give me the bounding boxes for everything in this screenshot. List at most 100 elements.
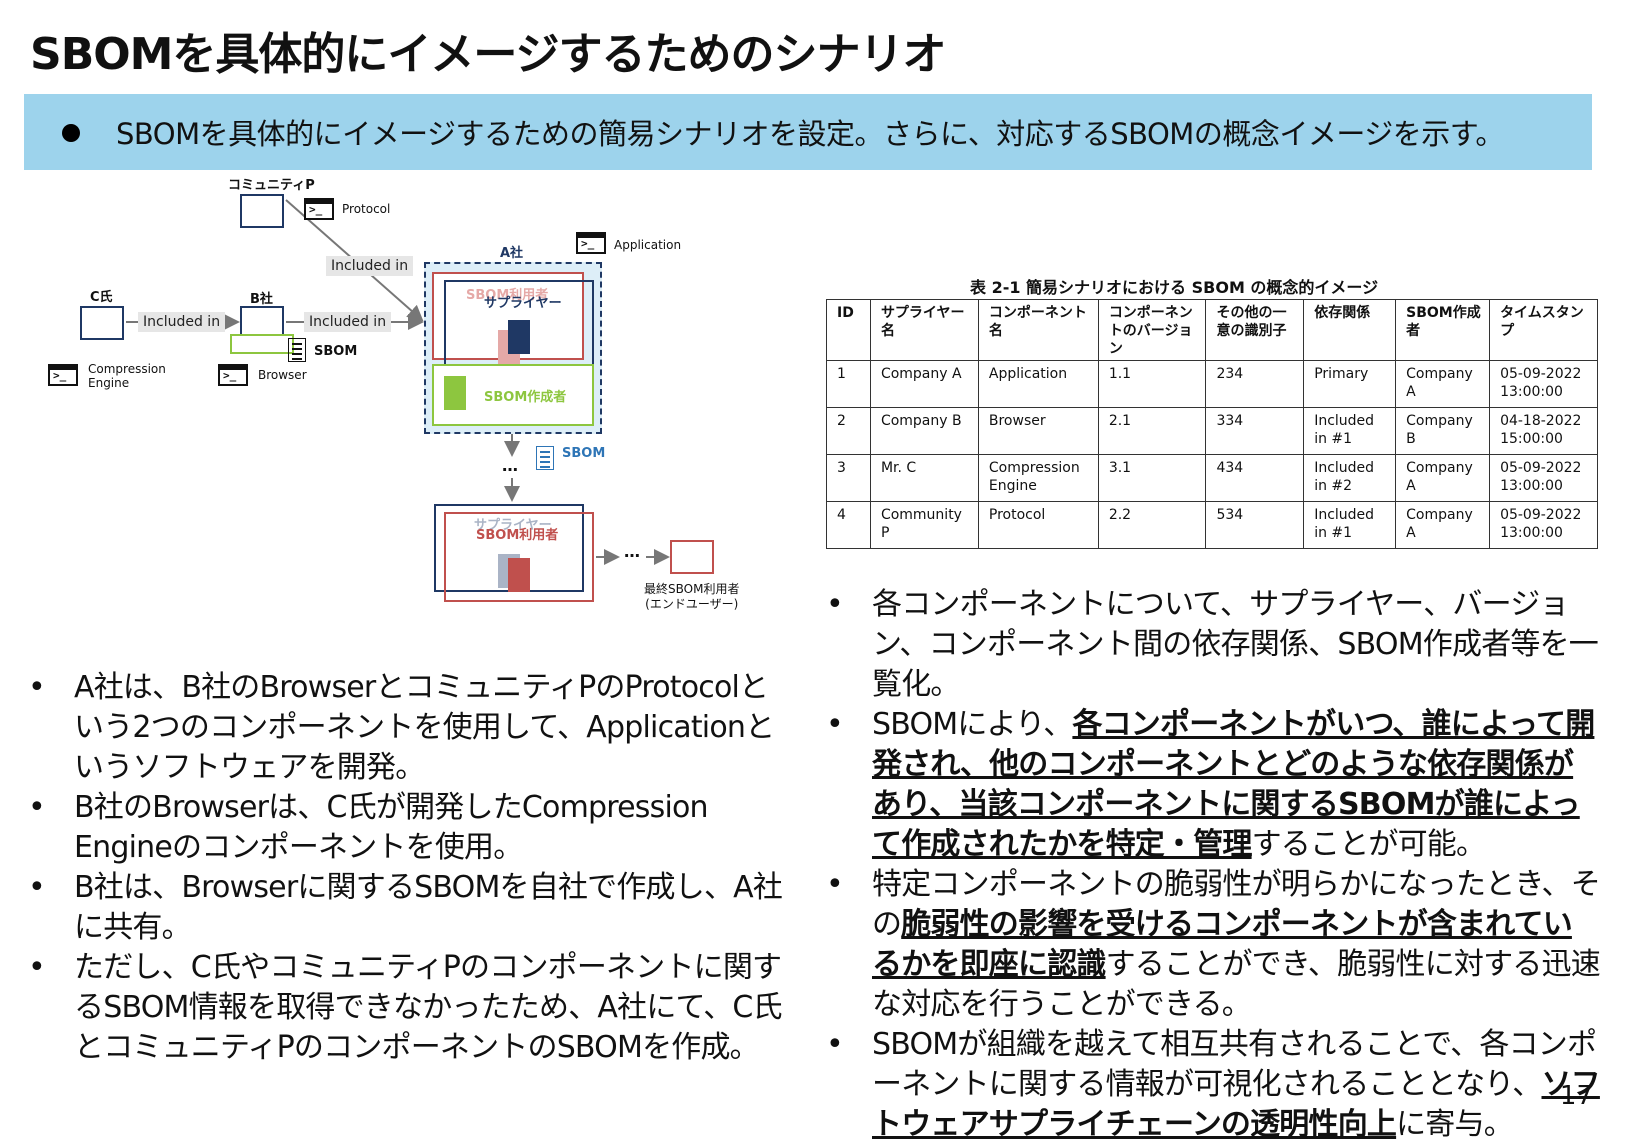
sbom-creator-label: SBOM作成者 <box>484 390 567 405</box>
table-row: 4 Community P Protocol 2.2 534 Included … <box>826 501 1598 549</box>
list-item: 各コンポーネントについて、サプライヤー、バージョン、コンポーネント間の依存関係、… <box>826 585 1601 705</box>
table-cell: Company B <box>869 407 979 455</box>
sbom-user-label: SBOM利用者 <box>476 528 559 543</box>
table-cell: 3.1 <box>1097 454 1207 502</box>
table-cell: 04-18-2022 15:00:00 <box>1489 407 1598 455</box>
left-bullet-list: A社は、B社のBrowserとコミュニティPのProtocolという2つのコンポ… <box>28 668 788 1068</box>
b-sha-creator-box <box>230 334 294 354</box>
ellipsis: … <box>502 456 518 475</box>
table-cell: Company A <box>1395 501 1491 549</box>
table-cell: Company A <box>1395 454 1491 502</box>
table-cell: Included in #1 <box>1303 407 1397 455</box>
list-item: SBOMにより、各コンポーネントがいつ、誰によって開発され、他のコンポーネントと… <box>826 705 1601 865</box>
table-cell: Company A <box>1395 360 1491 408</box>
protocol-label: Protocol <box>342 202 391 216</box>
sbom-label: SBOM <box>314 344 358 359</box>
table-cell: 4 <box>826 501 871 549</box>
banner-text: SBOMを具体的にイメージするための簡易シナリオを設定。さらに、対応するSBOM… <box>116 117 1504 151</box>
header-dependency: 依存関係 <box>1303 299 1397 361</box>
table-cell: 2.2 <box>1097 501 1207 549</box>
ellipsis: … <box>624 542 640 561</box>
table-cell: 2 <box>826 407 871 455</box>
final-user-box <box>670 540 714 574</box>
list-item: SBOMが組織を越えて相互共有されることで、各コンポーネントに関する情報が可視化… <box>826 1025 1601 1145</box>
emphasis-text: 脆弱性の影響を受けるコンポーネントが含まれているかを即座に認識 <box>872 907 1573 982</box>
table-cell: 3 <box>826 454 871 502</box>
page-title: SBOMを具体的にイメージするためのシナリオ <box>30 29 947 80</box>
bullet-text: SBOMにより、 <box>872 707 1073 742</box>
bullet-text: 各コンポーネントについて、サプライヤー、バージョン、コンポーネント間の依存関係、… <box>872 587 1599 702</box>
document-icon <box>288 338 306 362</box>
table-cell: 434 <box>1205 454 1305 502</box>
c-shi-box <box>80 306 124 340</box>
table-cell: 1 <box>826 360 871 408</box>
table-cell: Protocol <box>977 501 1099 549</box>
emphasis-text: 各コンポーネントがいつ、誰によって開発され、他のコンポーネントとどのような依存関… <box>872 707 1595 862</box>
included-in-tag: Included in <box>304 312 392 332</box>
terminal-icon: >_ <box>48 364 78 386</box>
terminal-icon: >_ <box>218 364 248 386</box>
scenario-diagram: コミュニティP >_ Protocol Included in C氏 Inclu… <box>40 170 800 640</box>
sbom-label: SBOM <box>562 446 606 461</box>
header-sbom-author: SBOM作成者 <box>1395 299 1491 361</box>
page-number: 17 <box>1559 1081 1593 1111</box>
application-label: Application <box>614 238 682 252</box>
table-cell: Application <box>977 360 1099 408</box>
terminal-icon: >_ <box>576 232 606 254</box>
table-row: 3 Mr. C Compression Engine 3.1 434 Inclu… <box>826 454 1598 502</box>
sbom-user-frame <box>444 512 594 602</box>
compression-engine-label: Compression Engine <box>88 362 166 390</box>
included-in-tag: Included in <box>326 256 414 276</box>
header-timestamp: タイムスタンプ <box>1489 299 1598 361</box>
table-cell: Browser <box>977 407 1099 455</box>
header-identifier: その他の一意の識別子 <box>1205 299 1305 361</box>
bullet-text: SBOMが組織を越えて相互共有されることで、各コンポーネントに関する情報が可視化… <box>872 1027 1597 1102</box>
right-bullet-list: 各コンポーネントについて、サプライヤー、バージョン、コンポーネント間の依存関係、… <box>826 585 1601 1145</box>
summary-banner: SBOMを具体的にイメージするための簡易シナリオを設定。さらに、対応するSBOM… <box>24 94 1592 170</box>
building-icon <box>444 376 466 410</box>
table-caption: 表 2-1 簡易シナリオにおける SBOM の概念的イメージ <box>970 278 1379 297</box>
b-sha-label: B社 <box>250 292 273 307</box>
header-component: コンポーネント名 <box>977 299 1099 361</box>
table-cell: Company A <box>869 360 979 408</box>
included-in-tag: Included in <box>138 312 226 332</box>
header-id: ID <box>826 299 871 361</box>
faded-supplier-label: サプライヤー <box>474 518 552 533</box>
table-cell: Mr. C <box>869 454 979 502</box>
table-cell: Included in #2 <box>1303 454 1397 502</box>
list-item: B社のBrowserは、C氏が開発したCompression Engineのコン… <box>28 788 788 868</box>
table-cell: 05-09-2022 13:00:00 <box>1489 501 1598 549</box>
table-cell: 334 <box>1205 407 1305 455</box>
header-version: コンポーネントのバージョン <box>1097 299 1207 361</box>
list-item: ただし、C氏やコミュニティPのコンポーネントに関するSBOM情報を取得できなかっ… <box>28 948 788 1068</box>
terminal-icon: >_ <box>304 198 334 220</box>
table-cell: Company B <box>1395 407 1491 455</box>
supplier-label: サプライヤー <box>484 296 562 311</box>
c-shi-label: C氏 <box>90 290 113 305</box>
table-cell: Compression Engine <box>977 454 1099 502</box>
bullet-text: 特定コンポーネントの脆弱性が明らかになったとき、その <box>872 867 1601 942</box>
bullet-text: することができ、脆弱性に対する迅速な対応を行うことができる。 <box>872 947 1601 1022</box>
community-p-label: コミュニティP <box>228 178 315 193</box>
b-sha-box <box>240 306 284 336</box>
table-cell: 234 <box>1205 360 1305 408</box>
list-item: B社は、Browserに関するSBOMを自社で作成し、A社に共有。 <box>28 868 788 948</box>
sbom-table: ID サプライヤー名 コンポーネント名 コンポーネントのバージョン その他の一意… <box>826 299 1598 549</box>
header-supplier: サプライヤー名 <box>869 299 979 361</box>
table-cell: Included in #1 <box>1303 501 1397 549</box>
building-icon <box>508 558 530 592</box>
bullet-text: することが可能。 <box>1251 827 1486 862</box>
community-p-box <box>240 194 284 228</box>
table-cell: 1.1 <box>1097 360 1207 408</box>
table-cell: 05-09-2022 13:00:00 <box>1489 454 1598 502</box>
table-cell: 2.1 <box>1097 407 1207 455</box>
table-cell: Primary <box>1303 360 1397 408</box>
list-item: 特定コンポーネントの脆弱性が明らかになったとき、その脆弱性の影響を受けるコンポー… <box>826 865 1601 1025</box>
bullet-dot <box>62 124 80 142</box>
table-cell: 534 <box>1205 501 1305 549</box>
browser-label: Browser <box>258 368 307 382</box>
a-sha-label: A社 <box>500 246 524 261</box>
building-icon <box>508 320 530 354</box>
table-cell: Community P <box>869 501 979 549</box>
faded-sbom-user-label: SBOM利用者 <box>466 288 549 303</box>
